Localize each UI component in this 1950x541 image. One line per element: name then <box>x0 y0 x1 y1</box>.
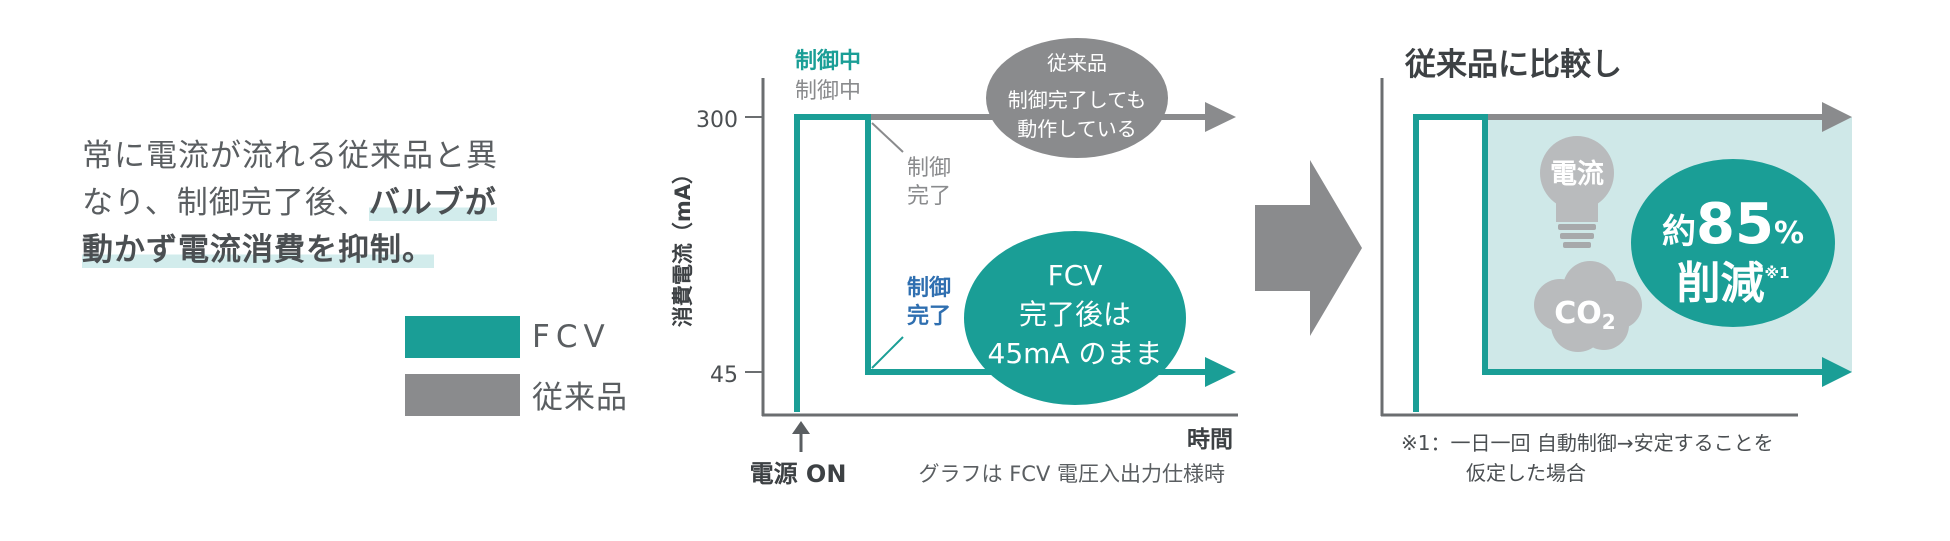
label-fcv-complete-2: 完了 <box>907 303 951 329</box>
y-tick-label-300: 300 <box>696 108 738 133</box>
chart-footnote: グラフは FCV 電圧入出力仕様時 <box>919 462 1225 486</box>
legend-swatch-fcv <box>405 316 520 358</box>
series-line-fcv <box>794 114 1208 412</box>
legend: FCV 従来品 <box>405 316 628 417</box>
intro-line-1: 常に電流が流れる従来品と異 <box>82 138 498 174</box>
label-conventional-complete-1: 制御 <box>907 156 951 181</box>
series-arrow-conventional <box>1205 102 1236 132</box>
lightbulb-icon <box>1540 136 1614 248</box>
label-conventional-complete-2: 完了 <box>907 184 951 209</box>
transition-arrow-icon <box>1255 160 1362 336</box>
panel-arrow-fcv <box>1822 357 1852 387</box>
legend-item-conventional: 従来品 <box>405 372 628 417</box>
reduction-badge <box>1631 159 1835 327</box>
intro-line-2: なり、制御完了後、バルブが <box>82 185 497 221</box>
intro-emphasis-2: 動かず電流消費を抑制。 <box>82 232 434 268</box>
bubble-fcv-line-2: 完了後は <box>1019 298 1131 331</box>
intro-emphasis-1: バルブが <box>368 185 497 221</box>
label-fcv-controlling: 制御中 <box>795 48 861 74</box>
panel-arrow-conventional <box>1822 102 1852 132</box>
intro-text: 常に電流が流れる従来品と異 なり、制御完了後、バルブが 動かず電流消費を抑制。 <box>82 133 542 274</box>
bubble-conventional-line-3: 動作している <box>1017 117 1136 141</box>
reduction-word: 削減※1 <box>1676 258 1789 309</box>
legend-label-fcv: FCV <box>532 319 611 355</box>
power-on-label: 電源 ON <box>750 460 847 488</box>
y-axis-label: 消費電流（mA） <box>671 163 695 327</box>
bubble-fcv-line-3: 45mA のまま <box>988 337 1163 370</box>
label-conventional-controlling: 制御中 <box>795 79 861 104</box>
bubble-fcv <box>964 231 1186 405</box>
panel-footnote-2: 仮定した場合 <box>1466 461 1586 485</box>
x-axis-label: 時間 <box>1187 427 1233 453</box>
panel-line-fcv <box>1413 114 1825 412</box>
reduction-value: 約85% <box>1662 192 1804 257</box>
bubble-conventional-line-2: 制御完了しても <box>1008 88 1146 112</box>
cloud-icon <box>1534 261 1642 352</box>
bubble-fcv-line-1: FCV <box>1048 259 1103 292</box>
intro-line-3: 動かず電流消費を抑制。 <box>82 227 542 274</box>
label-fcv-complete-1: 制御 <box>907 275 951 301</box>
comparison-title: 従来品に比較し <box>1404 47 1622 83</box>
y-tick-label-45: 45 <box>710 363 738 388</box>
callout-line-fcv <box>871 336 904 369</box>
legend-label-conventional: 従来品 <box>532 380 628 416</box>
co2-label: CO2 <box>1554 296 1615 334</box>
callout-line-conventional <box>871 122 904 153</box>
bubble-conventional-line-1: 従来品 <box>1047 51 1107 75</box>
panel-footnote-1: ※1：一日一回 自動制御→安定することを <box>1401 431 1774 455</box>
legend-item-fcv: FCV <box>405 316 628 358</box>
series-arrow-fcv <box>1205 357 1236 387</box>
lightbulb-label: 電流 <box>1550 159 1604 190</box>
power-on-arrow-icon <box>792 421 810 434</box>
bubble-conventional <box>986 38 1168 158</box>
legend-swatch-conventional <box>405 373 520 416</box>
